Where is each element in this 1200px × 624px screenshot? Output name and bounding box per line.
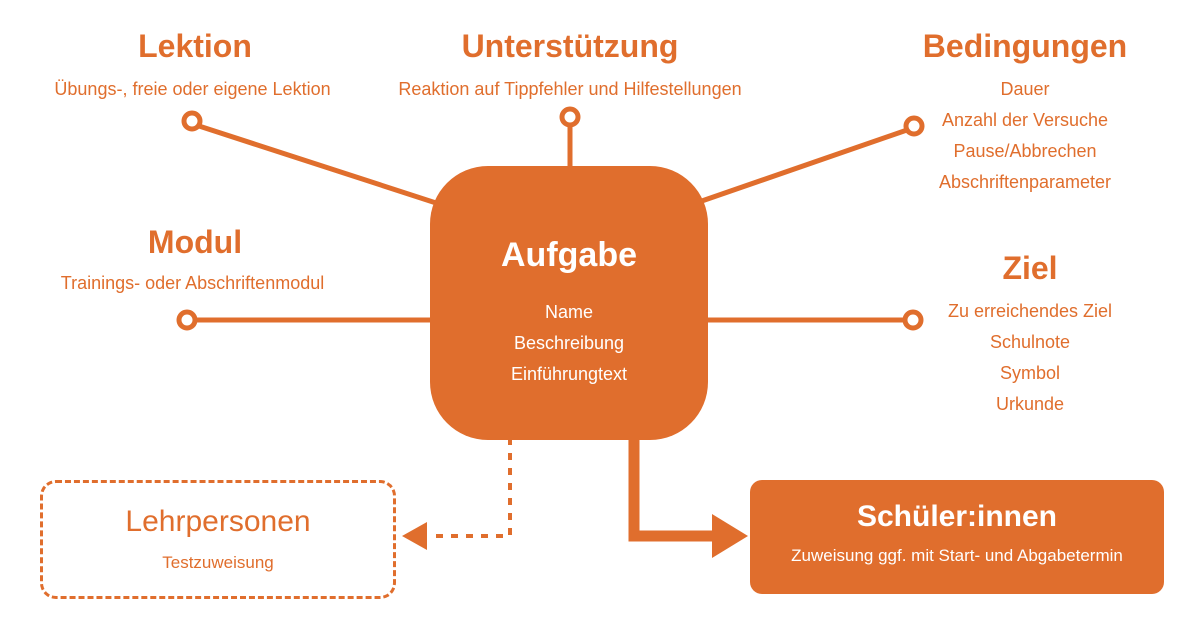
node-bedingungen-title: Bedingungen [922, 28, 1128, 64]
node-modul-title: Modul [147, 224, 243, 260]
lehrpersonen-subtitle: Testzuweisung [162, 553, 274, 572]
node-ziel-title: Ziel [1002, 250, 1058, 286]
connector-modul-endpoint [176, 309, 198, 331]
node-bedingungen-list: Dauer Anzahl der Versuche Pause/Abbreche… [880, 74, 1170, 198]
aufgabe-title: Aufgabe [501, 236, 637, 274]
connector-lehrpersonen-dashed [428, 438, 512, 538]
node-schuelerinnen: Schüler:innen Zuweisung ggf. mit Start- … [750, 480, 1164, 594]
node-modul-subtitle: Trainings- oder Abschriftenmodul [60, 273, 325, 293]
connector-schuelerinnen [628, 438, 714, 542]
node-unterstuetzung-title: Unterstützung [461, 28, 679, 64]
node-aufgabe: Aufgabe Name Beschreibung Einführungtext [430, 166, 708, 440]
node-lehrpersonen: Lehrpersonen Testzuweisung [40, 480, 396, 599]
node-lektion-subtitle: Übungs-, freie oder eigene Lektion [54, 79, 331, 99]
node-unterstuetzung-subtitle: Reaktion auf Tippfehler und Hilfestellun… [398, 79, 742, 99]
aufgabe-item: Beschreibung [513, 333, 625, 353]
node-lektion-title: Lektion [138, 28, 252, 64]
ziel-item: Urkunde [995, 394, 1065, 414]
aufgabe-item: Einführungtext [510, 364, 628, 384]
arrowhead-lehrpersonen [402, 522, 427, 550]
schuelerinnen-subtitle: Zuweisung ggf. mit Start- und Abgabeterm… [791, 546, 1123, 565]
connector-bedingungen-endpoint [903, 115, 925, 137]
connector-bedingungen [669, 127, 908, 215]
connector-unterstuetzung-endpoint [559, 106, 581, 128]
bedingungen-item: Dauer [1000, 79, 1050, 99]
connector-lektion [198, 123, 471, 217]
lehrpersonen-title: Lehrpersonen [125, 505, 311, 538]
connector-ziel-endpoint [902, 309, 924, 331]
node-ziel-list: Zu erreichendes Ziel Schulnote Symbol Ur… [895, 296, 1165, 420]
bedingungen-item: Anzahl der Versuche [941, 110, 1109, 130]
aufgabe-item: Name [544, 302, 593, 322]
arrowhead-schuelerinnen [712, 514, 748, 558]
ziel-item: Schulnote [989, 332, 1071, 352]
bedingungen-item: Pause/Abbrechen [953, 141, 1097, 161]
bedingungen-item: Abschriftenparameter [938, 172, 1112, 192]
ziel-item: Symbol [999, 363, 1061, 383]
schuelerinnen-title: Schüler:innen [856, 500, 1058, 533]
ziel-item: Zu erreichendes Ziel [947, 301, 1113, 321]
connector-lektion-endpoint [181, 110, 203, 132]
